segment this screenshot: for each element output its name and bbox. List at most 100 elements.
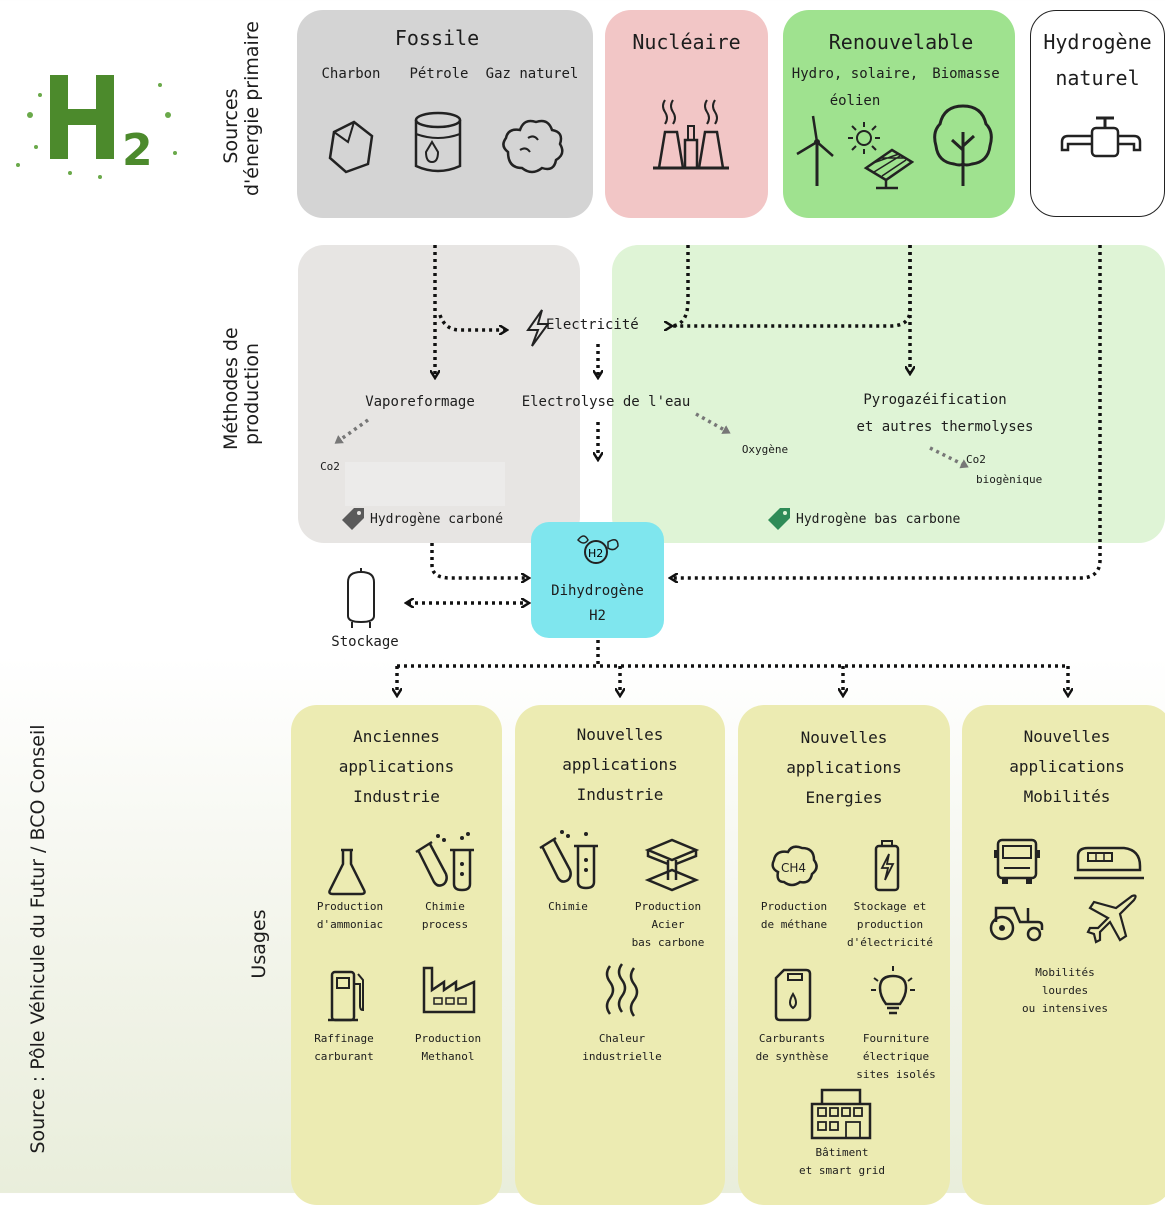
nouv-industrie-item-chaleur-l1: Chaleur [598,1032,646,1045]
arrow-vaporeformage-co2 [334,418,370,444]
ch4-icon: CH4 [768,842,820,890]
h2-logo-graphic: 2 [16,75,177,179]
arrow-carbone-dihydrogene [430,543,527,578]
nouv-industrie-title-line3: Industrie [576,785,664,804]
dihydrogene-title: Dihydrogène [551,583,644,599]
anciennes-title-line1: Anciennes [353,727,440,746]
steel-beam-icon [638,836,702,892]
nouv-energies-item-methane-l2: de méthane [760,918,828,931]
nouv-energies-item-carburants-l2: de synthèse [755,1050,829,1063]
nouv-industrie-item-chimie: Chimie [548,900,588,913]
pyro-label-line2: et autres thermolyses [856,419,1034,435]
co2-label: Co2 [320,460,340,473]
faucet-icon [1056,112,1146,168]
anciennes-item-methanol-l1: Production [414,1032,482,1045]
nouv-energies-item-fourniture-l1: Fourniture [862,1032,930,1045]
fossile-item-petrole: Pétrole [409,66,469,82]
tag-icon-green [764,504,794,534]
pyro-label-line1: Pyrogazéification [863,392,1007,408]
nouv-industrie-item-chaleur-l2: industrielle [582,1050,662,1063]
gas-cloud-icon [498,116,568,178]
nouv-energies-title: Nouvelles applications Energies [738,723,950,813]
anciennes-title: Anciennes applications Industrie [291,722,502,812]
h2-molecule-icon: H2 [574,530,622,570]
jerrycan-icon [770,964,814,1022]
nouv-mobilites-title: Nouvelles applications Mobilités [962,722,1165,812]
nouv-energies-item-batiment-l1: Bâtiment [815,1146,869,1159]
electricite-label: Electricité [546,317,639,333]
tank-icon [344,568,378,630]
sun-icon [846,120,882,156]
usage-box-nouv-energies [738,705,950,1205]
method-label-mask [345,462,505,506]
renouvelable-item-hydro: Hydro, solaire, [791,66,919,82]
nouv-mobilites-title-line1: Nouvelles [1023,727,1111,746]
source-box-naturel [1030,10,1165,217]
anciennes-item-raffinage-l1: Raffinage [314,1032,374,1045]
solar-panel-icon [862,146,914,190]
arrow-naturel-dihydrogene [672,245,1102,578]
arrow-renouvelable-electricite [672,245,912,328]
nouv-energies-item-stockage-l3: d'électricité [846,936,934,949]
usage-box-anciennes [291,705,502,1205]
fossile-title: Fossile [394,26,480,50]
source-box-nucleaire [605,10,768,218]
nouv-energies-title-line1: Nouvelles [800,728,888,747]
h2-logo: 2 [10,55,180,185]
nouv-mobilites-item-l3: ou intensives [1021,1002,1109,1015]
co2-bio-line2: biogènique [976,473,1043,486]
tag-icon-grey [338,504,368,534]
source-box-renouvelable [783,10,1015,218]
renouvelable-title: Renouvelable [828,30,974,54]
nouv-energies-item-carburants-l1: Carburants [758,1032,826,1045]
nouv-energies-title-line3: Energies [805,788,883,807]
nucleaire-title: Nucléaire [632,30,741,54]
oxygene-label: Oxygène [741,443,789,456]
arrow-fossile-electricite [438,314,505,330]
naturel-title-line2: naturel [1055,66,1140,90]
nouv-energies-item-fourniture-l2: électrique [862,1050,930,1063]
anciennes-item-ammoniac-l1: Production [316,900,384,913]
train-icon [1074,838,1144,882]
tree-icon [930,102,996,188]
nouv-industrie-title-line1: Nouvelles [576,725,664,744]
oil-barrel-icon [410,110,466,176]
usage-box-nouv-industrie [515,705,725,1205]
svg-text:2: 2 [122,125,153,176]
arrow-electrolyse-oxygene [695,412,731,434]
renouvelable-item-eolien: éolien [829,93,881,109]
anciennes-title-line2: applications [338,757,455,776]
nuclear-plant-icon [651,96,731,170]
fuel-pump-icon [328,966,368,1024]
nouv-energies-item-batiment-l2: et smart grid [798,1164,886,1177]
heat-icon [600,960,644,1018]
arrow-usages-bus [397,640,1068,668]
co2-bio-line1: Co2 [966,453,986,466]
nouv-energies-title-line2: applications [786,758,902,777]
renouvelable-item-biomasse: Biomasse [932,66,1000,82]
dihydrogene-h2: H2 [589,608,606,624]
anciennes-title-line3: Industrie [353,787,440,806]
usage-box-nouv-mobilites [962,705,1165,1205]
svg-text:CH4: CH4 [781,861,806,875]
nouv-industrie-title: Nouvelles applications Industrie [515,720,725,810]
lightbulb-icon [870,966,916,1018]
tractor-icon [986,898,1048,942]
anciennes-item-chimie-l1: Chimie [425,900,465,913]
vaporeformage-label: Vaporeformage [365,394,475,410]
nouv-industrie-item-acier-l1: Production [634,900,702,913]
lightning-icon [524,308,550,348]
anciennes-item-raffinage-l2: carburant [314,1050,374,1063]
fossile-item-charbon: Charbon [321,66,381,82]
nouv-mobilites-title-line3: Mobilités [1023,787,1111,806]
nouv-industrie-item-acier-l3: bas carbone [631,936,705,949]
wind-turbine-icon [795,112,835,188]
method-box-bas-carbone [612,245,1165,543]
fossile-item-gaz: Gaz naturel [485,66,579,82]
test-tubes-icon [412,830,478,894]
nouv-energies-item-stockage-l1: Stockage et [853,900,927,913]
factory-icon [420,960,478,1016]
nouv-mobilites-item-l1: Mobilités [1035,966,1095,979]
battery-icon [870,838,904,894]
stockage-label: Stockage [331,634,399,650]
